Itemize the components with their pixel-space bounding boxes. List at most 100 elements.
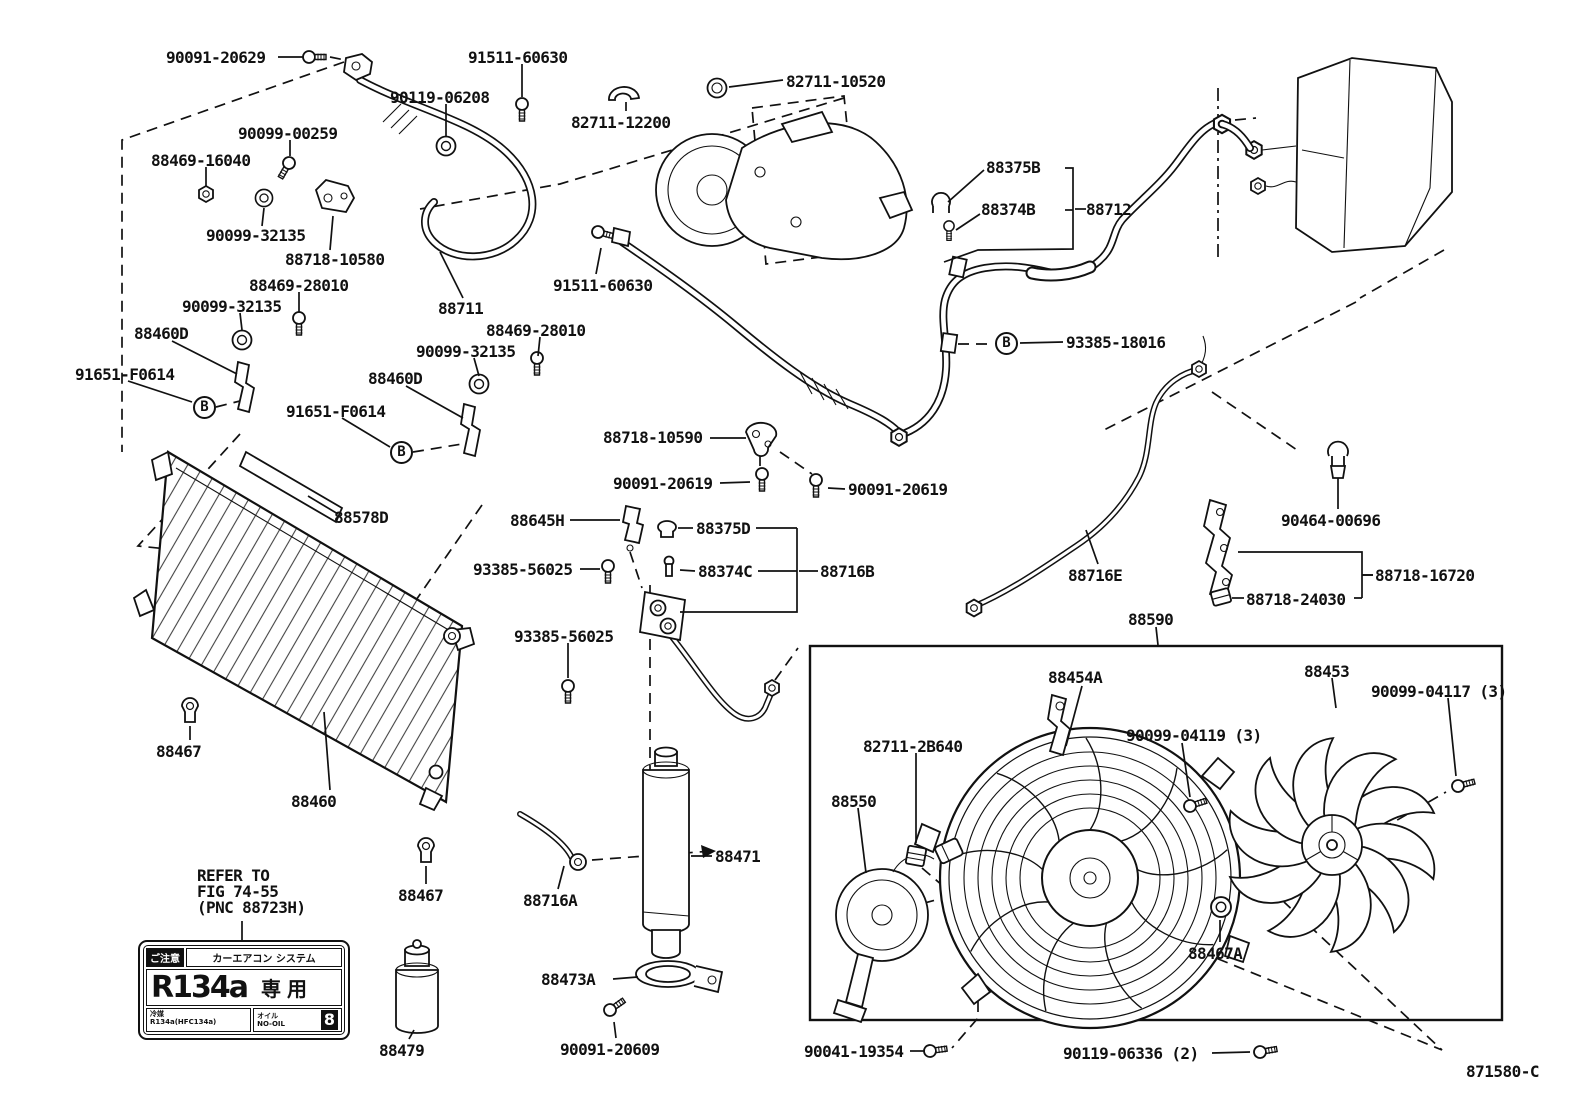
part-label-91511-60630-a: 91511-60630 [468,48,568,67]
part-label-88454A: 88454A [1048,668,1103,687]
part-label-90119-06336: 90119-06336 (2) [1063,1044,1199,1063]
receiver-drier-88471 [642,746,690,959]
part-label-93385-56025-a: 93385-56025 [473,560,573,579]
leader-line-88473A [612,976,639,980]
liquid-pipe-88712 [890,113,1232,447]
plate-oil-caption: オイル [257,1011,279,1020]
grommet-90099-32135-a [254,188,274,208]
part-label-88590: 88590 [1128,610,1174,629]
refrigerant-caution-plate: ご注意 カーエアコン システム R134a 専用 冷媒 R134a(HFC134… [138,940,350,1040]
part-label-90099-04117: 90099-04117 (3) [1371,682,1507,701]
bracket-88460D-a [234,360,256,414]
connector-marker-1: B [193,396,216,419]
service-valve-88645H [621,504,645,552]
hose-fitting [610,226,632,248]
plate-header-label: カーエアコン システム [186,948,342,967]
part-label-88716A: 88716A [523,891,578,910]
pipe-clip [948,255,968,279]
plate-refrigerant-caption: 冷媒 [150,1010,164,1018]
fan-shroud-drawing-88454A [913,693,1251,1030]
leader-line-90119-06336 [1211,1051,1251,1054]
fan-blade-drawing-88453 [1228,737,1436,953]
part-label-88469-28010-b: 88469-28010 [486,321,586,340]
unit-pipe-nut [1250,177,1266,195]
plate-refrigerant-type: R134a [151,970,249,1005]
tube-nut [764,679,780,697]
clamp-88718-10590 [745,421,778,457]
hose-fitting-hole [351,61,361,71]
clip-90464-00696 [1327,440,1349,479]
leader-line-90091-20619-b [827,487,846,490]
valve-core-88374C [663,555,675,577]
bolt-88374B [943,220,955,242]
part-label-90119-06208: 90119-06208 [390,88,490,107]
part-label-90464-00696: 90464-00696 [1281,511,1381,530]
bolt-90091-20609 [600,994,629,1020]
leader-line-91511-60630-b [595,247,602,275]
bolt-90099-04117 [1449,774,1477,795]
leader-line-93385-18016 [1019,341,1064,344]
bolt-90091-20619-b [809,473,823,498]
leader-line-90099-32135-b [239,312,243,331]
part-label-90091-20619-a: 90091-20619 [613,474,713,493]
bracket-88718-10580 [314,178,356,213]
leader-line-88718-10580 [329,215,334,251]
condenser-cushion-88467 [181,697,199,723]
plate-refrigerant-value: R134a(HFC134a) [150,1018,217,1027]
oring-82711-10520 [706,77,728,99]
leader-line-90091-20609 [613,1021,617,1039]
part-label-88469-16040: 88469-16040 [151,151,251,170]
discharge-hose-drawing [618,238,904,438]
connector-marker-2: B [390,441,413,464]
fan-assembly-box-88590 [808,644,1504,1022]
part-label-88716E: 88716E [1068,566,1123,585]
leader-line-90099-04117 [1447,697,1457,777]
leader-line-88460 [323,711,331,791]
condenser-cushion-88467 [417,837,435,863]
leader-line-88374B [955,213,981,231]
leader-line-82711-10520 [728,79,784,88]
cooling-unit-drawing [1218,57,1453,253]
pipe-union-nut [890,427,908,447]
leader-line-91651-F0614-b [341,417,391,448]
plate-exclusive-label: 専用 [260,977,313,1001]
bolt-90119-06336 [1252,1042,1279,1060]
part-label-88479: 88479 [379,1041,425,1060]
part-label-88374C: 88374C [698,562,753,581]
part-label-90091-20629: 90091-20629 [166,48,266,67]
compressor-drawing [655,95,914,265]
leader-line-88453 [1331,677,1337,709]
part-label-88645H: 88645H [510,511,565,530]
bolt-88469-28010-b [530,351,544,376]
leader-line-88460D-b [405,385,464,419]
leader-line-90099-32135-c [473,357,480,377]
part-label-88460D-b: 88460D [368,369,423,388]
liquid-tube-88716A [517,811,587,871]
bolt-90099-00259 [274,153,299,182]
refer-note-line2: FIG 74-55 [197,882,279,901]
part-label-88467-b: 88467 [398,886,444,905]
part-label-88460: 88460 [291,792,337,811]
clamp-88375B [931,192,951,213]
part-label-90041-19354: 90041-19354 [804,1042,904,1061]
bracket-88718-16720 [1203,498,1234,601]
fan-motor-drawing-88550 [832,837,964,1024]
nut-88469-16040 [198,185,214,203]
part-label-90099-04119: 90099-04119 (3) [1126,726,1262,745]
leader-line-88716A [557,865,565,890]
part-label-88718-10590: 88718-10590 [603,428,703,447]
part-label-88716B: 88716B [820,562,875,581]
part-label-88718-10580: 88718-10580 [285,250,385,269]
part-label-90099-32135-b: 90099-32135 [182,297,282,316]
drier-clamp-88473A [635,960,724,994]
part-label-88467A: 88467A [1188,944,1243,963]
part-label-88473A: 88473A [541,970,596,989]
bolt-91511-60630-a [515,97,529,122]
leader-line-88550 [857,807,867,874]
bolt-90091-20619-a [755,467,769,492]
part-label-91651-F0614-a: 91651-F0614 [75,365,175,384]
part-label-91511-60630-b: 91511-60630 [553,276,653,295]
part-label-93385-56025-b: 93385-56025 [514,627,614,646]
part-label-82711-12200: 82711-12200 [571,113,671,132]
bolt-93385-56025-b [561,679,575,704]
